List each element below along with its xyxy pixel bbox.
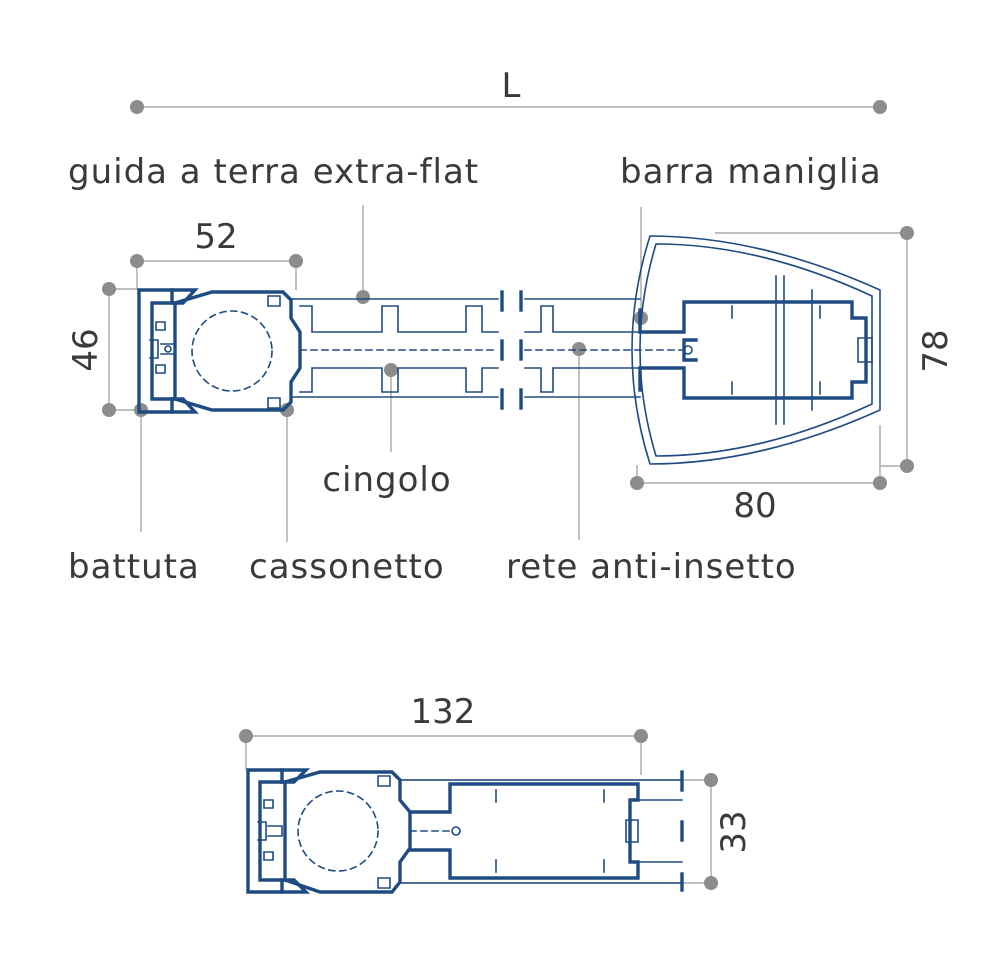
width-132-label: 132 bbox=[411, 692, 476, 732]
dimension-lines bbox=[102, 100, 914, 890]
roller-circle bbox=[191, 310, 273, 392]
length-label: L bbox=[502, 66, 521, 106]
rete-label: rete anti-insetto bbox=[506, 547, 797, 587]
roller-circle-closed bbox=[297, 790, 379, 872]
height-78-label: 78 bbox=[916, 329, 956, 372]
cassonetto-profile bbox=[172, 290, 302, 412]
barra-label: barra maniglia bbox=[620, 152, 882, 192]
barra-maniglia-profile bbox=[631, 235, 881, 465]
height-33-label: 33 bbox=[714, 810, 754, 853]
open-section-profile bbox=[137, 235, 881, 465]
width-80-label: 80 bbox=[733, 486, 776, 526]
height-46-label: 46 bbox=[66, 328, 106, 371]
battuta-label: battuta bbox=[68, 547, 200, 587]
guida-track bbox=[290, 290, 689, 410]
cingolo-label: cingolo bbox=[322, 460, 451, 500]
closed-section-profile bbox=[246, 768, 684, 894]
guida-label: guida a terra extra-flat bbox=[68, 152, 479, 192]
cassonetto-label: cassonetto bbox=[249, 547, 445, 587]
battuta-profile bbox=[137, 288, 199, 414]
width-52-label: 52 bbox=[194, 217, 237, 257]
